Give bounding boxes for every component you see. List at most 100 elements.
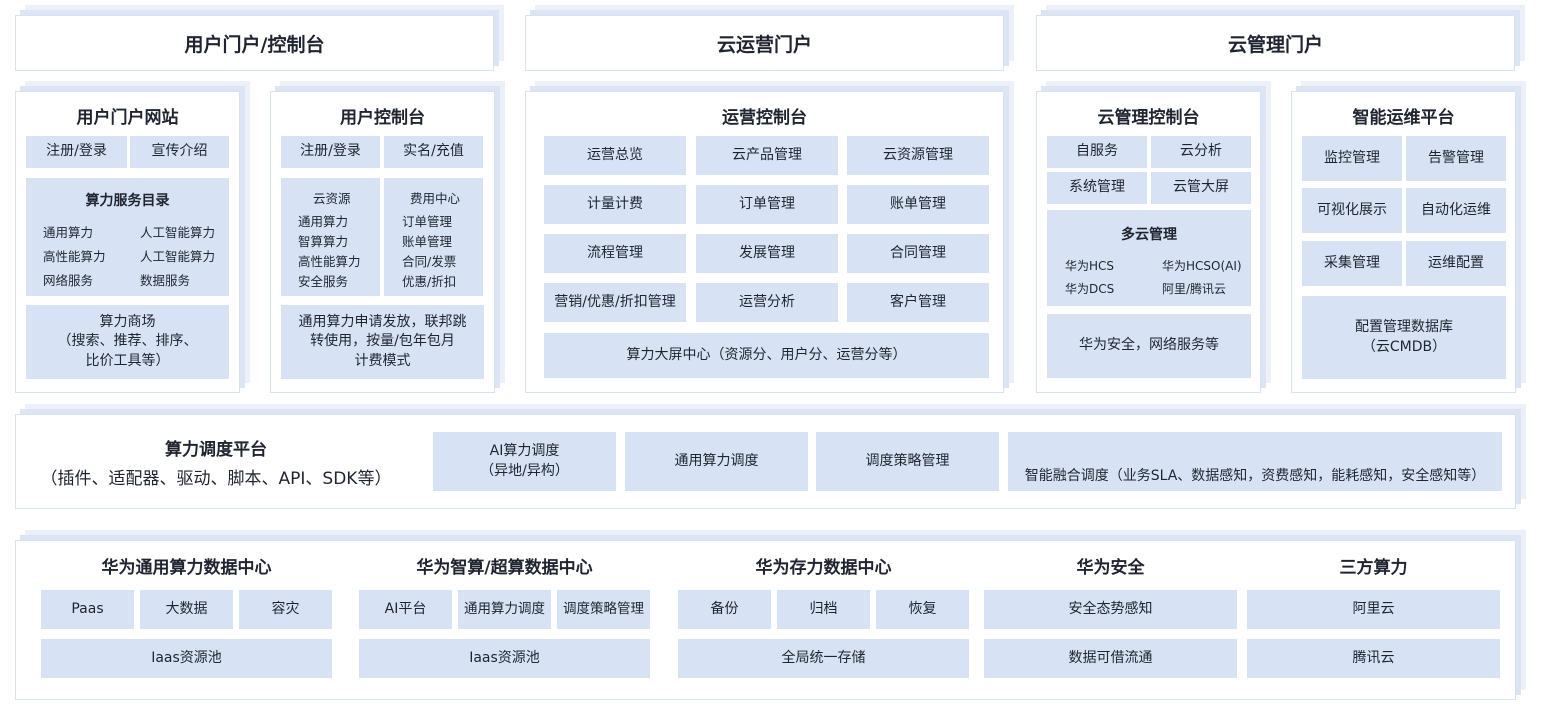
resource-item: 安全服务 bbox=[298, 274, 349, 289]
aiops-grid-item[interactable]: 告警管理 bbox=[1406, 136, 1506, 181]
dc-security-item[interactable]: 数据可借流通 bbox=[984, 639, 1237, 678]
catalog-item: 数据服务 bbox=[140, 273, 191, 288]
ops-grid-item[interactable]: 账单管理 bbox=[847, 185, 989, 224]
dc-ai-item[interactable]: AI平台 bbox=[359, 590, 452, 629]
catalog-item: 网络服务 bbox=[43, 273, 94, 288]
multi-cloud-item: 华为DCS bbox=[1065, 282, 1115, 296]
policy-management[interactable]: 调度策略管理 bbox=[816, 432, 999, 491]
cmdb[interactable]: 配置管理数据库 （云CMDB） bbox=[1302, 296, 1506, 379]
cloud-grid-item[interactable]: 云分析 bbox=[1151, 136, 1251, 168]
dc-security-item[interactable]: 安全态势感知 bbox=[984, 590, 1237, 629]
dc-storage-item[interactable]: 恢复 bbox=[876, 590, 969, 629]
ops-grid-item[interactable]: 营销/优惠/折扣管理 bbox=[544, 283, 686, 322]
panel-title: 用户控制台 bbox=[340, 108, 425, 128]
resource-item: 高性能算力 bbox=[298, 254, 361, 269]
ops-grid-item[interactable]: 计量计费 bbox=[544, 185, 686, 224]
market-line: 比价工具等） bbox=[85, 352, 170, 369]
catalog-item: 人工智能算力 bbox=[140, 225, 216, 240]
aiops-grid-item[interactable]: 采集管理 bbox=[1302, 241, 1402, 286]
ops-grid-item[interactable]: 发展管理 bbox=[696, 234, 838, 273]
panel-ops-console: 运营控制台 运营总览 云产品管理 云资源管理 计量计费 订单管理 账单管理 流程… bbox=[525, 91, 1004, 393]
dc-ai-pool[interactable]: Iaas资源池 bbox=[359, 639, 650, 678]
multi-cloud: 多云管理 华为HCS 华为HCSO(AI) 华为DCS 阿里/腾讯云 bbox=[1047, 210, 1251, 306]
catalog-item: 高性能算力 bbox=[43, 249, 106, 264]
realname-recharge-button[interactable]: 实名/充值 bbox=[384, 136, 483, 168]
panel-title: 运营控制台 bbox=[722, 108, 807, 128]
resource-item: 云资源 bbox=[313, 191, 351, 206]
promo-button[interactable]: 宣传介绍 bbox=[130, 136, 229, 168]
aiops-grid-item[interactable]: 可视化展示 bbox=[1302, 188, 1402, 233]
general-scheduling[interactable]: 通用算力调度 bbox=[625, 432, 808, 491]
panel-scheduler: 算力调度平台 （插件、适配器、驱动、脚本、API、SDK等） AI算力调度 （异… bbox=[15, 414, 1516, 509]
dc-ai-item[interactable]: 调度策略管理 bbox=[557, 590, 650, 629]
aiops-grid-item[interactable]: 监控管理 bbox=[1302, 136, 1402, 181]
aiops-grid-item[interactable]: 自动化运维 bbox=[1406, 188, 1506, 233]
panel-title: 云管理控制台 bbox=[1097, 108, 1200, 128]
dc-storage-item[interactable]: 备份 bbox=[678, 590, 771, 629]
header-user-portal: 用户门户/控制台 bbox=[184, 33, 325, 56]
dc-third-item[interactable]: 腾讯云 bbox=[1247, 639, 1500, 678]
apply-line: 通用算力申请发放，联邦跳 bbox=[298, 313, 467, 330]
ai-scheduling[interactable]: AI算力调度 （异地/异构） bbox=[433, 432, 616, 491]
service-catalog: 算力服务目录 通用算力 人工智能算力 高性能算力 人工智能算力 网络服务 数据服… bbox=[26, 178, 229, 296]
panel-title: 用户门户网站 bbox=[76, 108, 179, 128]
ops-grid-item[interactable]: 运营总览 bbox=[544, 136, 686, 175]
dc-general-title: 华为通用算力数据中心 bbox=[101, 558, 272, 578]
billing-item: 费用中心 bbox=[410, 191, 461, 206]
compute-apply[interactable]: 通用算力申请发放，联邦跳 转使用，按量/包年包月 计费模式 bbox=[281, 305, 484, 379]
ai-scheduling-line: AI算力调度 bbox=[489, 442, 560, 459]
bigscreen-center[interactable]: 算力大屏中心（资源分、用户分、运营分等） bbox=[544, 333, 989, 378]
billing-item: 合同/发票 bbox=[402, 254, 457, 269]
header-panel-user-portal bbox=[15, 15, 494, 71]
ops-grid-item[interactable]: 云资源管理 bbox=[847, 136, 989, 175]
aiops-grid-item[interactable]: 运维配置 bbox=[1406, 241, 1506, 286]
dc-security-title: 华为安全 bbox=[1076, 558, 1145, 578]
ops-grid-item[interactable]: 云产品管理 bbox=[696, 136, 838, 175]
cloud-grid-item[interactable]: 系统管理 bbox=[1047, 172, 1147, 204]
header-mgmt-portal: 云管理门户 bbox=[1227, 33, 1323, 56]
scheduler-title: 算力调度平台 bbox=[165, 440, 267, 460]
ops-grid-item[interactable]: 订单管理 bbox=[696, 185, 838, 224]
apply-line: 计费模式 bbox=[354, 352, 411, 369]
cloud-grid-item[interactable]: 云管大屏 bbox=[1151, 172, 1251, 204]
dc-general-item[interactable]: Paas bbox=[41, 590, 134, 629]
resource-item: 通用算力 bbox=[298, 214, 349, 229]
dc-third-title: 三方算力 bbox=[1339, 558, 1408, 578]
compute-market[interactable]: 算力商场 （搜索、推荐、排序、 比价工具等） bbox=[26, 305, 229, 379]
dc-storage-item[interactable]: 归档 bbox=[777, 590, 870, 629]
multi-cloud-item: 阿里/腾讯云 bbox=[1162, 282, 1227, 296]
header-ops-portal: 云运营门户 bbox=[716, 33, 812, 56]
market-line: （搜索、推荐、排序、 bbox=[57, 333, 198, 350]
dc-ai-item[interactable]: 通用算力调度 bbox=[458, 590, 551, 629]
dc-third-item[interactable]: 阿里云 bbox=[1247, 590, 1500, 629]
panel-user-site: 用户门户网站 注册/登录 宣传介绍 算力服务目录 通用算力 人工智能算力 高性能… bbox=[15, 91, 240, 393]
header-panel-ops-portal bbox=[525, 15, 1004, 71]
panel-aiops: 智能运维平台 监控管理 告警管理 可视化展示 自动化运维 采集管理 运维配置 配… bbox=[1291, 91, 1516, 393]
billing-item: 订单管理 bbox=[402, 214, 453, 229]
catalog-item: 人工智能算力 bbox=[140, 249, 216, 264]
dc-general-pool[interactable]: Iaas资源池 bbox=[41, 639, 332, 678]
scheduler-subtitle: （插件、适配器、驱动、脚本、API、SDK等） bbox=[40, 469, 392, 489]
market-line: 算力商场 bbox=[99, 313, 156, 330]
ops-grid-item[interactable]: 合同管理 bbox=[847, 234, 989, 273]
ops-grid-item[interactable]: 客户管理 bbox=[847, 283, 989, 322]
dc-general-item[interactable]: 容灾 bbox=[239, 590, 332, 629]
cloud-grid-item[interactable]: 自服务 bbox=[1047, 136, 1147, 168]
billing-item: 优惠/折扣 bbox=[402, 274, 457, 289]
dc-storage-title: 华为存力数据中心 bbox=[755, 558, 892, 578]
ops-grid-item[interactable]: 流程管理 bbox=[544, 234, 686, 273]
multi-cloud-title: 多云管理 bbox=[1121, 227, 1177, 243]
resource-item: 智算算力 bbox=[298, 234, 349, 249]
register-login-button[interactable]: 注册/登录 bbox=[281, 136, 380, 168]
catalog-item: 通用算力 bbox=[43, 225, 94, 240]
console-billing: 费用中心 订单管理 账单管理 合同/发票 优惠/折扣 bbox=[384, 178, 483, 296]
apply-line: 转使用，按量/包年包月 bbox=[310, 333, 455, 350]
panel-datacenters: 华为通用算力数据中心 Paas 大数据 容灾 Iaas资源池 华为智算/超算数据… bbox=[15, 540, 1516, 700]
smart-fusion-scheduling[interactable]: 智能融合调度（业务SLA、数据感知，资费感知，能耗感知，安全感知等） bbox=[1008, 432, 1502, 491]
panel-cloud-console: 云管理控制台 自服务 云分析 系统管理 云管大屏 多云管理 华为HCS 华为HC… bbox=[1036, 91, 1261, 393]
dc-general-item[interactable]: 大数据 bbox=[140, 590, 233, 629]
ops-grid-item[interactable]: 运营分析 bbox=[696, 283, 838, 322]
security-network[interactable]: 华为安全，网络服务等 bbox=[1047, 314, 1251, 378]
register-login-button[interactable]: 注册/登录 bbox=[26, 136, 127, 168]
dc-storage-pool[interactable]: 全局统一存储 bbox=[678, 639, 969, 678]
